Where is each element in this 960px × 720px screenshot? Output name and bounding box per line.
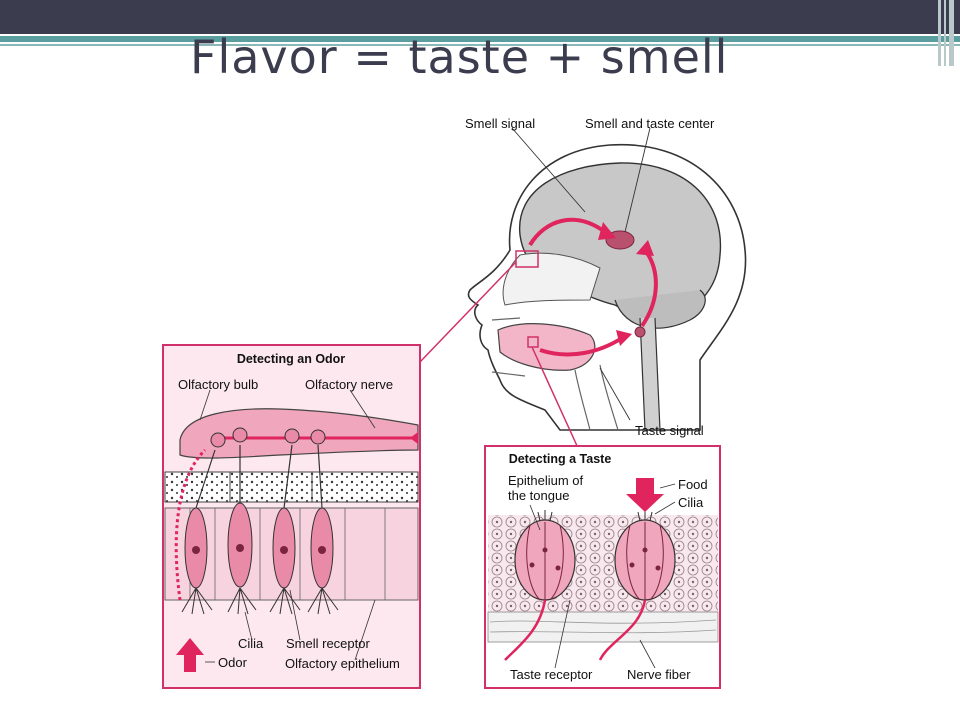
slide-top-bar <box>0 0 960 34</box>
cerebellum <box>614 289 706 329</box>
label-olfactory-epithelium: Olfactory epithelium <box>285 656 400 671</box>
nasal-cavity <box>502 252 601 306</box>
slide-corner-stripes <box>934 0 960 66</box>
label-nerve-fiber: Nerve fiber <box>627 667 691 682</box>
label-taste-cilia: Cilia <box>678 495 704 510</box>
slide-accent-thin-line <box>0 44 960 46</box>
label-taste-signal: Taste signal <box>635 423 704 438</box>
tongue-zoom-box <box>527 336 539 348</box>
cribriform-plate <box>164 471 419 503</box>
odor-pathway <box>174 448 207 601</box>
odor-panel-title: Detecting an Odor <box>237 352 345 366</box>
label-smell-receptor: Smell receptor <box>286 636 370 651</box>
head-cross-section <box>467 143 747 431</box>
label-olfactory-bulb: Olfactory bulb <box>178 377 258 392</box>
label-smell-taste-center: Smell and taste center <box>585 116 715 131</box>
taste-signal-arrow <box>539 336 624 357</box>
label-smell-signal: Smell signal <box>465 116 535 131</box>
tongue <box>497 323 596 371</box>
food-arrow <box>626 478 664 512</box>
odor-cilia <box>181 587 339 615</box>
taste-to-center-arrow <box>640 248 658 328</box>
detecting-odor-panel: Detecting an Odor Olfactory bulb Olfacto… <box>162 344 421 689</box>
label-odor: Odor <box>218 655 248 670</box>
spinal-cord <box>639 317 661 431</box>
label-epithelium-line1: Epithelium of <box>508 473 584 488</box>
odor-arrow <box>176 638 204 672</box>
slide-title: Flavor = taste + smell <box>190 30 729 84</box>
smell-signal-arrow <box>528 217 607 247</box>
label-taste-receptor: Taste receptor <box>510 667 593 682</box>
taste-panel-title: Detecting a Taste <box>509 452 612 466</box>
label-odor-cilia: Cilia <box>238 636 264 651</box>
label-olfactory-nerve: Olfactory nerve <box>305 377 393 392</box>
label-epithelium-line2: the tongue <box>508 488 569 503</box>
nose-zoom-box <box>515 250 539 268</box>
slide-accent-line <box>0 36 960 42</box>
detecting-taste-panel: Detecting a Taste Epithelium of the tong… <box>484 445 721 689</box>
brainstem-node <box>634 326 646 338</box>
label-food: Food <box>678 477 708 492</box>
taste-buds <box>504 510 676 661</box>
